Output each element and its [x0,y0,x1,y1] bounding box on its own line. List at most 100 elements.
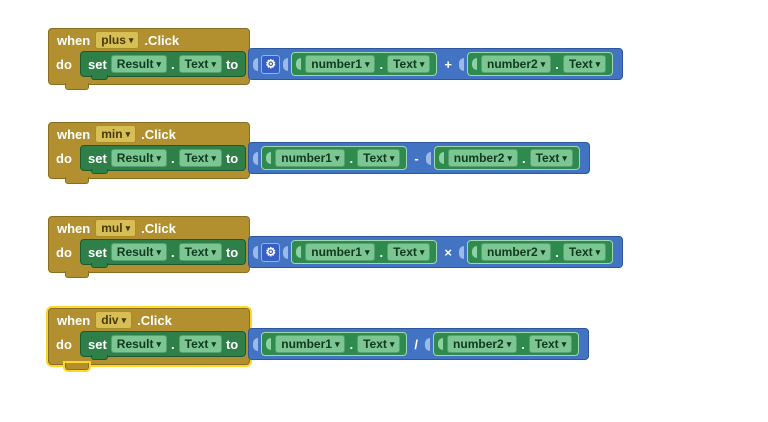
dropdown-arrow-icon: ▾ [334,152,340,163]
math-subtract-block[interactable]: number1 ▾ . Text ▾ - number2 ▾ . T [248,142,590,174]
dot-label: . [171,150,175,166]
do-label: do [56,336,72,352]
event-body: do set Result ▾ . Text ▾ to [49,239,247,268]
dropdown-arrow-icon: ▾ [128,34,134,45]
getter-number2-text-block[interactable]: number2 ▾ . Text ▾ [433,332,580,356]
dropdown-arrow-icon: ▾ [156,338,162,349]
socket-plug-icon [253,245,259,259]
socket-plug-icon [283,57,289,71]
socket-plug-icon [253,57,259,71]
event-header: when plus ▾ .Click [49,29,246,51]
property-dropdown[interactable]: Text ▾ [178,335,222,353]
when-plus-click-block[interactable]: when plus ▾ .Click do set Result ▾ . [48,28,251,90]
property-dropdown[interactable]: Text ▾ [529,149,573,167]
dropdown-arrow-icon: ▾ [125,128,131,139]
socket-plug-icon [472,246,478,258]
component-dropdown[interactable]: number1 ▾ [305,243,376,261]
operator-label: / [414,336,419,352]
component-dropdown[interactable]: number1 ▾ [275,335,346,353]
event-component-dropdown[interactable]: div ▾ [95,311,133,329]
dot-label: . [171,244,175,260]
getter-number1-text-block[interactable]: number1 ▾ . Text ▾ [261,146,408,170]
component-dropdown[interactable]: number2 ▾ [481,55,552,73]
dot-label: . [521,336,525,352]
dropdown-arrow-icon: ▾ [156,58,162,69]
dropdown-arrow-icon: ▾ [334,338,340,349]
mutator-gear-icon[interactable]: ⚙ [261,242,281,262]
property-dropdown[interactable]: Text ▾ [357,149,401,167]
do-label: do [56,150,72,166]
socket-plug-icon [438,338,444,350]
set-result-text-block[interactable]: set Result ▾ . Text ▾ to [80,145,247,174]
property-dropdown[interactable]: Text ▾ [178,149,222,167]
when-mul-click-block[interactable]: when mul ▾ .Click do set Result ▾ . [48,216,251,278]
socket-plug-icon [472,58,478,70]
dropdown-arrow-icon: ▾ [506,338,512,349]
dot-label: . [349,336,354,352]
property-dropdown[interactable]: Text ▾ [178,55,222,73]
property-dropdown[interactable]: Text ▾ [387,55,431,73]
getter-number2-text-block[interactable]: number2 ▾ . Text ▾ [467,240,614,264]
to-label: to [225,56,239,72]
dropdown-arrow-icon: ▾ [389,152,395,163]
dropdown-arrow-icon: ▾ [156,152,162,163]
set-result-text-block[interactable]: set Result ▾ . Text ▾ to [80,331,247,360]
component-dropdown[interactable]: Result ▾ [110,335,168,353]
when-min-click-block[interactable]: when min ▾ .Click do set Result ▾ . [48,122,251,184]
component-dropdown[interactable]: number2 ▾ [447,149,518,167]
socket-plug-icon [459,245,465,259]
set-result-text-block[interactable]: set Result ▾ . Text ▾ to [80,239,247,268]
event-component-dropdown[interactable]: plus ▾ [95,31,140,49]
dropdown-arrow-icon: ▾ [595,58,601,69]
operator-label: + [444,56,453,72]
set-result-text-block[interactable]: set Result ▾ . Text ▾ to [80,51,247,80]
event-suffix-label: .Click [141,220,176,236]
dot-label: . [521,150,526,166]
dropdown-arrow-icon: ▾ [125,222,131,233]
getter-number2-text-block[interactable]: number2 ▾ . Text ▾ [467,52,614,76]
component-dropdown[interactable]: number2 ▾ [481,243,552,261]
to-label: to [225,150,239,166]
event-component-dropdown[interactable]: mul ▾ [95,219,137,237]
component-dropdown[interactable]: number1 ▾ [275,149,346,167]
mutator-gear-icon[interactable]: ⚙ [261,54,281,74]
component-dropdown[interactable]: Result ▾ [110,243,168,261]
event-body: do set Result ▾ . Text ▾ to [49,51,247,80]
dropdown-arrow-icon: ▾ [364,58,370,69]
property-dropdown[interactable]: Text ▾ [357,335,401,353]
property-dropdown[interactable]: Text ▾ [562,243,607,261]
set-label: set [88,244,107,260]
do-label: do [56,56,72,72]
getter-number1-text-block[interactable]: number1 ▾ . Text ▾ [291,52,438,76]
property-dropdown[interactable]: Text ▾ [178,243,222,261]
property-dropdown[interactable]: Text ▾ [562,55,607,73]
dropdown-arrow-icon: ▾ [211,246,216,257]
socket-plug-icon [253,151,259,165]
event-suffix-label: .Click [144,32,180,48]
dropdown-arrow-icon: ▾ [121,314,127,325]
event-component-dropdown[interactable]: min ▾ [95,125,137,143]
socket-plug-icon [266,152,272,164]
socket-plug-icon [266,338,272,350]
property-dropdown[interactable]: Text ▾ [387,243,431,261]
component-dropdown[interactable]: Result ▾ [110,55,168,73]
getter-number2-text-block[interactable]: number2 ▾ . Text ▾ [433,146,580,170]
dropdown-arrow-icon: ▾ [540,58,546,69]
when-div-click-block[interactable]: when div ▾ .Click do set Result ▾ . [48,308,251,370]
when-label: when [57,220,91,236]
getter-number1-text-block[interactable]: number1 ▾ . Text ▾ [261,332,408,356]
getter-number1-text-block[interactable]: number1 ▾ . Text ▾ [291,240,438,264]
math-multiply-block[interactable]: ⚙ number1 ▾ . Text ▾ × number2 [248,236,624,268]
property-dropdown[interactable]: Text ▾ [528,335,573,353]
operator-label: × [444,244,453,260]
dropdown-arrow-icon: ▾ [540,246,546,257]
math-divide-block[interactable]: number1 ▾ . Text ▾ / number2 ▾ . T [248,328,590,360]
dot-label: . [171,336,175,352]
component-dropdown[interactable]: Result ▾ [110,149,168,167]
component-dropdown[interactable]: number2 ▾ [447,335,518,353]
component-dropdown[interactable]: number1 ▾ [305,55,376,73]
dropdown-arrow-icon: ▾ [507,152,512,163]
math-add-block[interactable]: ⚙ number1 ▾ . Text ▾ + number2 [248,48,624,80]
dropdown-arrow-icon: ▾ [389,338,395,349]
